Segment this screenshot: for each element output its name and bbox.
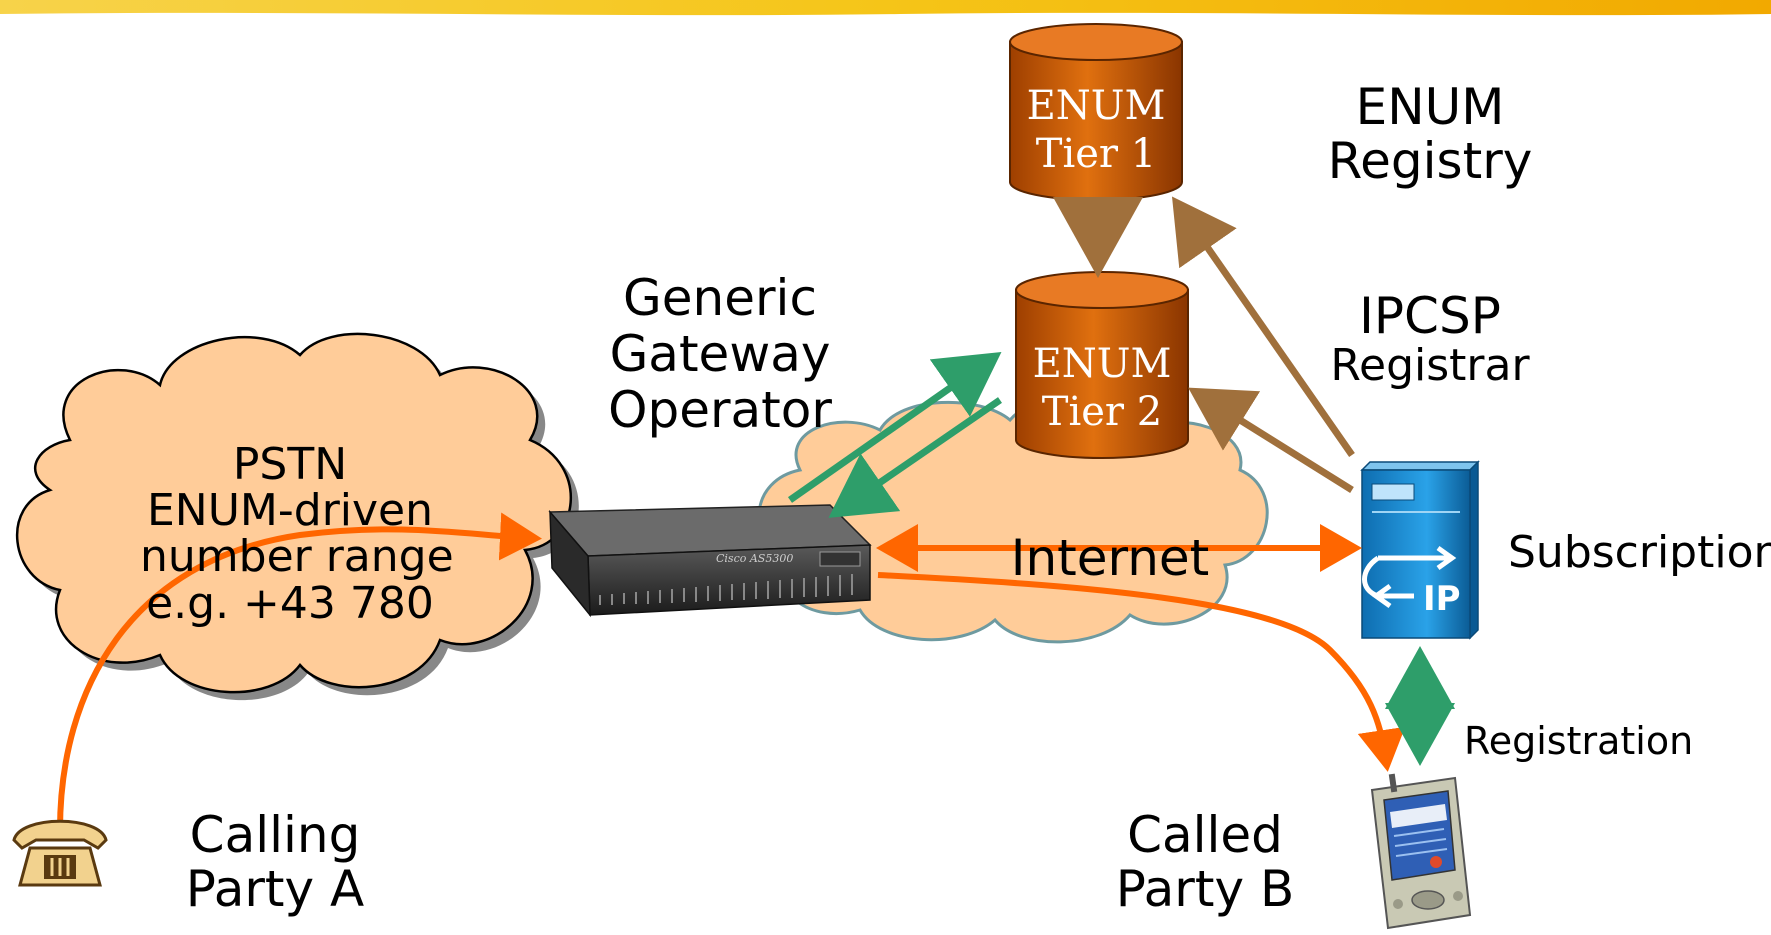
gateway-device: [548, 504, 872, 618]
header-band: [0, 0, 1771, 16]
pstn-line-2: ENUM-driven: [147, 485, 433, 537]
called-party-line-1: Called: [1127, 806, 1283, 864]
called-party-label: Called Party B: [1080, 808, 1330, 916]
enum-tier2-line-1: ENUM: [1032, 341, 1172, 387]
registrar-line-1: IPCSP: [1359, 287, 1501, 345]
pstn-cloud: [15, 332, 573, 694]
enum-tier1-label: ENUM Tier 1: [1010, 82, 1182, 178]
enum-tier2-line-2: Tier 2: [1041, 389, 1163, 435]
internet-label: Internet: [1010, 529, 1210, 587]
calling-party-label: Calling Party A: [150, 808, 400, 916]
pstn-line-1: PSTN: [232, 439, 348, 490]
enum-tier1-line-1: ENUM: [1026, 83, 1166, 129]
pstn-label: PSTN ENUM-driven number range e.g. +43 7…: [140, 439, 454, 629]
registration-label: Registration: [1464, 719, 1694, 763]
enum-tier2-database: [1015, 271, 1189, 459]
registrar-label: IPCSP Registrar: [1300, 290, 1560, 389]
sip-server: [1360, 460, 1480, 640]
called-party-line-2: Party B: [1115, 860, 1295, 918]
gateway-title-line-1: Generic: [623, 269, 817, 327]
enum-tier1-line-2: Tier 1: [1035, 131, 1157, 177]
telephone-icon: [12, 819, 108, 887]
gateway-device-label: Cisco AS5300: [716, 552, 793, 565]
gateway-title: Generic Gateway Operator: [570, 270, 870, 438]
call-termination-arrow: [877, 572, 1406, 772]
pstn-line-3: number range: [140, 531, 454, 583]
gateway-title-line-3: Operator: [608, 381, 832, 439]
pda-icon: [1370, 773, 1472, 930]
enum-tier2-label: ENUM Tier 2: [1016, 340, 1188, 436]
calling-party-line-2: Party A: [185, 860, 365, 918]
calling-party-line-1: Calling: [189, 806, 361, 864]
registry-line-1: ENUM: [1355, 78, 1505, 136]
sip-server-badge: IP: [1423, 579, 1461, 619]
gateway-query-arrow: [787, 351, 1002, 503]
registrar-to-tier2-arrow: [1188, 387, 1354, 493]
gateway-title-line-2: Gateway: [609, 325, 831, 383]
subscription-label: Subscription: [1508, 527, 1771, 578]
pstn-line-4: e.g. +43 780: [146, 577, 434, 629]
enum-registry-label: ENUM Registry: [1300, 80, 1560, 188]
registrar-line-2: Registrar: [1330, 339, 1530, 391]
registrar-to-tier1-arrow: [1171, 196, 1355, 458]
enum-response-arrow: [828, 397, 1002, 518]
registry-line-2: Registry: [1327, 132, 1533, 190]
call-origination-arrow: [57, 512, 542, 831]
